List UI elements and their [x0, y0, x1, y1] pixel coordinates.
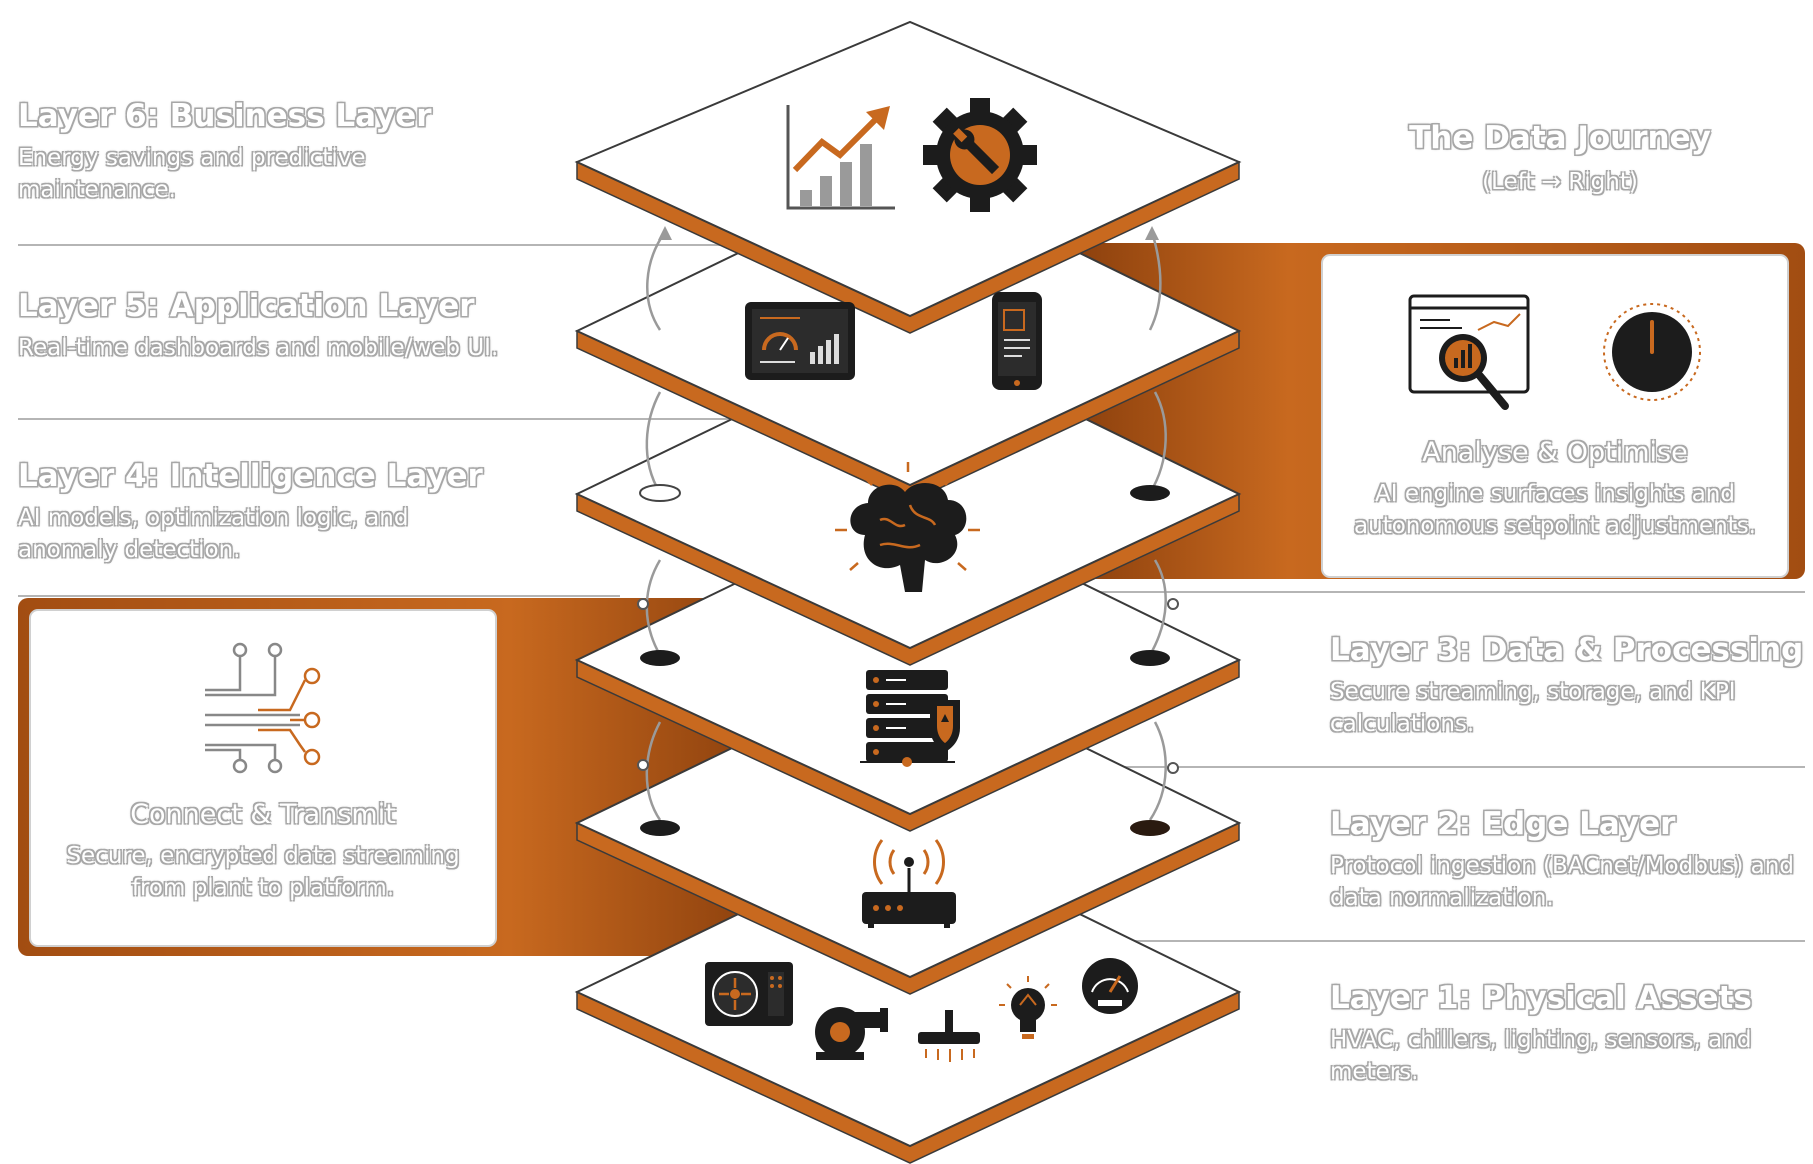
chiller-unit-icon	[705, 962, 793, 1026]
mobile-phone-icon	[992, 292, 1042, 390]
callout-analyse-desc-line2: autonomous setpoint adjustments.	[1354, 513, 1756, 539]
callout-connect-title: Connect & Transmit	[130, 799, 396, 830]
layer-5-description: Real-time dashboards and mobile/web UI.	[18, 335, 499, 361]
gear-wrench-icon	[923, 98, 1037, 212]
layer-2-title: Layer 2: Edge Layer	[1330, 806, 1676, 842]
callout-analyse-title: Analyse & Optimise	[1422, 437, 1688, 468]
connector-holes	[637, 484, 1179, 836]
arrow-heads	[658, 226, 1159, 240]
layer-3-description: Secure streaming, storage, and KPI calcu…	[1330, 679, 1736, 737]
circuit-icon	[205, 642, 321, 774]
analytics-magnifier-icon	[1408, 294, 1530, 410]
wireless-router-icon	[862, 839, 956, 928]
layer-2-description: Protocol ingestion (BACnet/Modbus) and d…	[1330, 853, 1794, 911]
layer-1-title: Layer 1: Physical Assets	[1330, 980, 1752, 1016]
callout-box-connect	[29, 609, 497, 947]
layer-6-plate	[574, 20, 1242, 334]
lamp-icon	[918, 1010, 980, 1062]
server-shield-icon	[860, 670, 960, 767]
pump-icon	[815, 1007, 888, 1060]
meter-gauge-icon	[1082, 958, 1138, 1014]
layer-6-description: Energy savings and predictive maintenanc…	[18, 145, 366, 203]
data-journey-title: The Data Journey	[1409, 120, 1711, 156]
data-journey-subtitle: (Left → Right)	[1482, 169, 1638, 195]
separator-lines	[18, 244, 1805, 942]
control-dial-icon	[1603, 303, 1701, 401]
lightbulb-icon	[999, 976, 1057, 1039]
callout-connect-desc-line1: Secure, encrypted data streaming	[66, 843, 460, 869]
layer-4-title: Layer 4: Intelligence Layer	[18, 458, 483, 494]
tablet-dashboard-icon	[745, 302, 855, 380]
layer-5-title: Layer 5: Application Layer	[18, 288, 475, 324]
callout-analyse-desc-line1: AI engine surfaces insights and	[1375, 481, 1735, 507]
layer-3-title: Layer 3: Data & Processing	[1330, 632, 1804, 668]
layer-1-description: HVAC, chillers, lighting, sensors, and m…	[1330, 1027, 1752, 1085]
growth-chart-icon	[786, 105, 895, 210]
callout-connect-desc-line2: from plant to platform.	[131, 875, 395, 901]
brain-icon	[835, 462, 980, 592]
layer-6-title: Layer 6: Business Layer	[18, 98, 432, 134]
layer-4-description: AI models, optimization logic, and anoma…	[18, 505, 409, 563]
